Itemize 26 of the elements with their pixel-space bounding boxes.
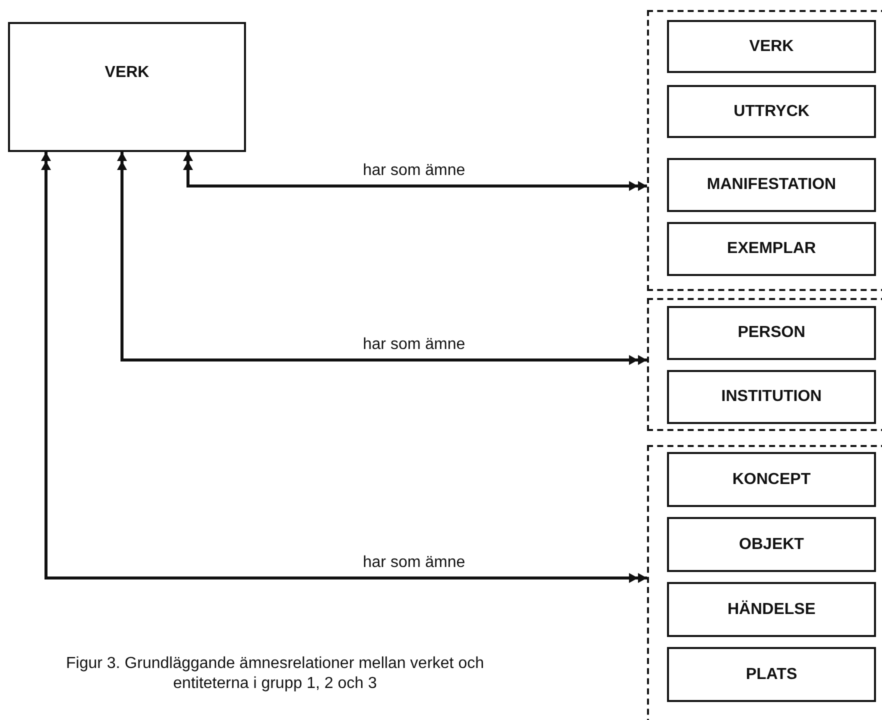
entity-box bbox=[667, 517, 876, 572]
entity-box bbox=[667, 20, 876, 73]
entity-box bbox=[8, 22, 246, 152]
entity-name: PERSON bbox=[738, 324, 806, 342]
entity-box bbox=[667, 370, 876, 424]
dashed-group-box bbox=[647, 10, 882, 291]
entity-name: UTTRYCK bbox=[734, 102, 810, 120]
entity-box bbox=[667, 222, 876, 276]
entity-name: VERK bbox=[104, 64, 150, 82]
caption: Figur 3. Grundläggande ämnesrelationer mellan verket och entiteterna i grupp 1, 2 och 3 bbox=[64, 654, 485, 694]
entity-box bbox=[667, 306, 876, 360]
entity-name: KONCEPT bbox=[732, 470, 811, 488]
entity-name: INSTITUTION bbox=[721, 388, 822, 406]
entity-name: OBJEKT bbox=[739, 536, 804, 554]
entity-name: EXEMPLAR bbox=[727, 240, 816, 258]
entity-box bbox=[667, 582, 876, 637]
entity-name: HÄNDELSE bbox=[727, 600, 816, 618]
entity-name: MANIFESTATION bbox=[706, 176, 836, 194]
entity-name: VERK bbox=[749, 38, 794, 56]
dashed-group-box bbox=[647, 298, 882, 431]
entity-box bbox=[667, 452, 876, 507]
dashed-group-box bbox=[647, 445, 882, 720]
entity-box bbox=[667, 85, 876, 138]
entity-box bbox=[667, 647, 876, 702]
entity-name: PLATS bbox=[746, 666, 798, 684]
entity-box bbox=[667, 158, 876, 212]
